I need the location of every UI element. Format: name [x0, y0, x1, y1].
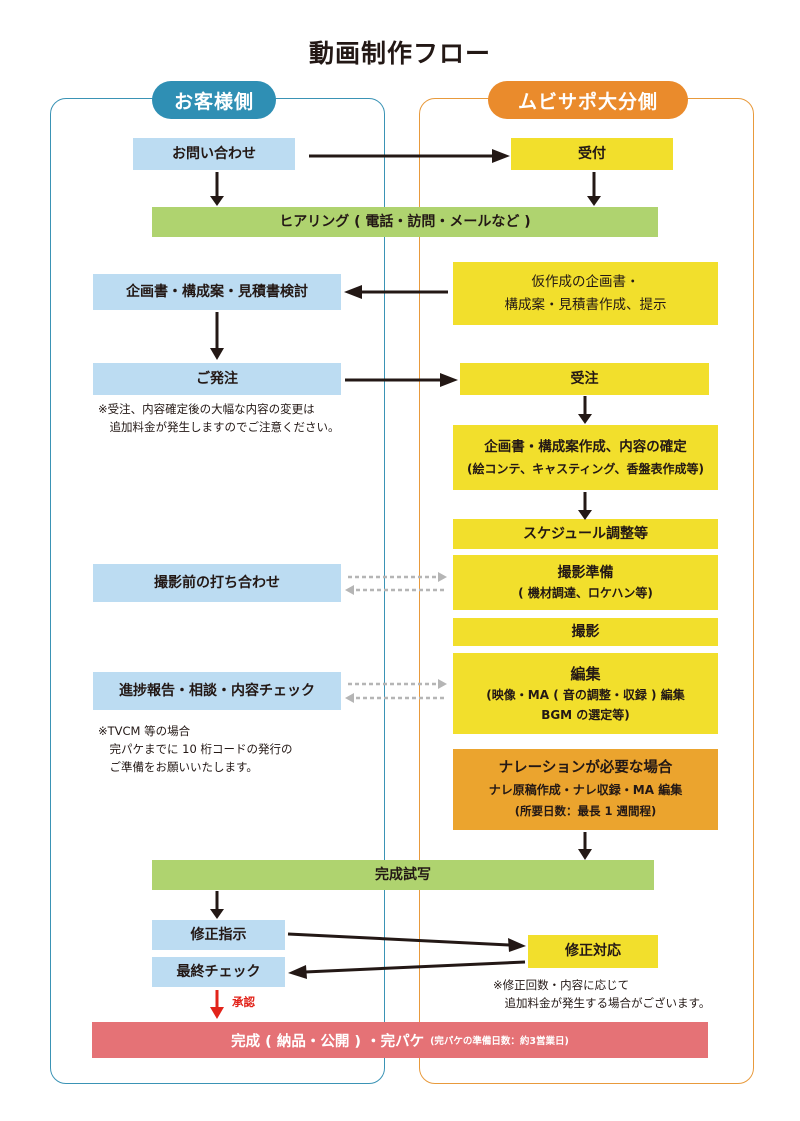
confirm-line1: 企画書・構成案作成、内容の確定	[484, 439, 687, 456]
step-narration: ナレーションが必要な場合 ナレ原稿作成・ナレ収録・MA 編集 (所要日数：最長 …	[453, 749, 718, 830]
edit-sub2: BGM の選定等)	[541, 707, 630, 722]
step-schedule: スケジュール調整等	[453, 519, 718, 549]
edit-title: 編集	[570, 665, 601, 684]
provider-side-label: ムビサポ大分側	[488, 81, 688, 119]
completion-label: 完成 ( 納品・公開 ) ・完パケ	[231, 1033, 425, 1050]
step-confirm-content: 企画書・構成案作成、内容の確定 (絵コンテ、キャスティング、香盤表作成等)	[453, 425, 718, 490]
step-edit: 編集 (映像・MA ( 音の調整・収録 ) 編集 BGM の選定等)	[453, 653, 718, 734]
step-pre-meeting: 撮影前の打ち合わせ	[93, 564, 341, 602]
shoot-prep-sub: ( 機材調達、ロケハン等)	[518, 585, 653, 600]
step-final-check: 最終チェック	[152, 957, 285, 987]
customer-side-label: お客様側	[152, 81, 276, 119]
step-draft-plan: 仮作成の企画書・ 構成案・見積書作成、提示	[453, 262, 718, 325]
order-change-note: ※受注、内容確定後の大幅な内容の変更は 追加料金が発生しますのでご注意ください。	[98, 402, 340, 434]
step-order-received: 受注	[460, 363, 709, 395]
page-title: 動画制作フロー	[308, 39, 491, 68]
step-shoot: 撮影	[453, 618, 718, 646]
draft-plan-line2: 構成案・見積書作成、提示	[504, 296, 667, 313]
step-fix-request: 修正指示	[152, 920, 285, 950]
step-review-plan: 企画書・構成案・見積書検討	[93, 274, 341, 310]
narration-line1: ナレーションが必要な場合	[498, 760, 673, 777]
step-preview: 完成試写	[152, 860, 654, 890]
step-shoot-prep: 撮影準備 ( 機材調達、ロケハン等)	[453, 555, 718, 610]
draft-plan-line1: 仮作成の企画書・	[531, 274, 640, 291]
completion-note: (完パケの準備日数：約3営業日)	[430, 1036, 569, 1047]
approval-label: 承認	[232, 995, 255, 1009]
fix-fee-note: ※修正回数・内容に応じて 追加料金が発生する場合がございます。	[493, 978, 711, 1010]
step-order: ご発注	[93, 363, 341, 395]
step-fix-response: 修正対応	[528, 935, 658, 968]
tvcm-note: ※TVCM 等の場合 完パケまでに 10 桁コードの発行の ご準備をお願いいたし…	[98, 724, 293, 774]
step-inquiry: お問い合わせ	[133, 138, 295, 170]
narration-line2: ナレ原稿作成・ナレ収録・MA 編集	[488, 782, 683, 797]
confirm-line2: (絵コンテ、キャスティング、香盤表作成等)	[466, 461, 705, 476]
shoot-prep-title: 撮影準備	[557, 564, 614, 581]
step-reception: 受付	[511, 138, 673, 170]
step-completion: 完成 ( 納品・公開 ) ・完パケ (完パケの準備日数：約3営業日)	[92, 1022, 708, 1058]
step-progress-check: 進捗報告・相談・内容チェック	[93, 672, 341, 710]
step-hearing: ヒアリング ( 電話・訪問・メールなど )	[152, 207, 658, 237]
narration-line3: (所要日数：最長 1 週間程)	[514, 804, 657, 819]
edit-sub1: (映像・MA ( 音の調整・収録 ) 編集	[486, 688, 685, 703]
